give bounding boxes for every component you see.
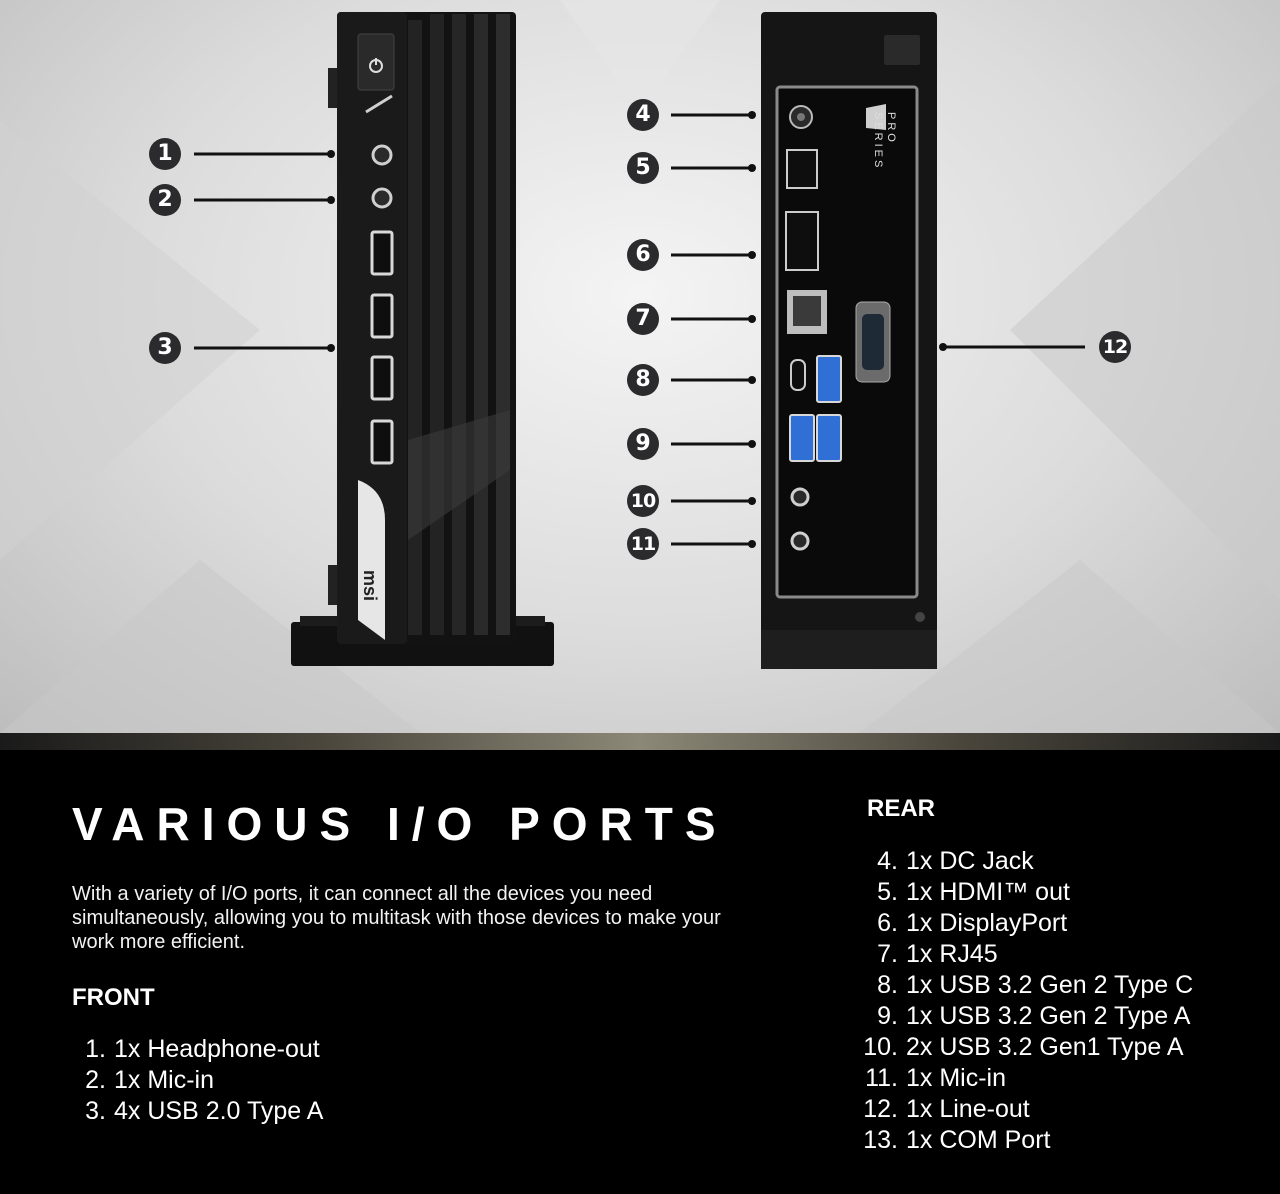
marker-4: 4 — [627, 99, 659, 131]
marker-6: 6 — [627, 239, 659, 271]
rear-ports-list: 4. 1x DC Jack 5. 1x HDMI™ out 6. 1x Display… — [852, 846, 1193, 1156]
list-item: 11. 1x Mic-in — [852, 1063, 1193, 1094]
callout-lines — [194, 113, 1085, 546]
item-number: 7. — [877, 940, 898, 968]
item-text: 1x RJ45 — [906, 940, 998, 968]
rear-section-title: REAR — [867, 795, 936, 822]
marker-9: 9 — [627, 428, 659, 460]
item-number: 5. — [877, 878, 898, 906]
list-item: 5. 1x HDMI™ out — [852, 877, 1193, 908]
item-text: 1x USB 3.2 Gen 2 Type A — [906, 1002, 1191, 1030]
list-item: 3. 4x USB 2.0 Type A — [72, 1096, 323, 1127]
divider-band — [0, 733, 1280, 750]
item-text: 2x USB 3.2 Gen1 Type A — [906, 1033, 1184, 1061]
marker-12: 12 — [1099, 331, 1131, 363]
marker-10: 10 — [627, 485, 659, 517]
description-text: With a variety of I/O ports, it can conn… — [72, 883, 721, 953]
item-text: 1x Mic-in — [906, 1064, 1007, 1092]
front-section-title: FRONT — [72, 984, 155, 1011]
page-title: VARIOUS I/O PORTS — [72, 798, 728, 850]
marker-5: 5 — [627, 152, 659, 184]
list-item: 12. 1x Line-out — [852, 1094, 1193, 1125]
list-item: 6. 1x DisplayPort — [852, 908, 1193, 939]
item-text: 1x USB 3.2 Gen 2 Type C — [906, 971, 1194, 999]
list-item: 7. 1x RJ45 — [852, 939, 1193, 970]
list-item: 4. 1x DC Jack — [852, 846, 1193, 877]
item-number: 11. — [865, 1064, 898, 1092]
pro-series-text-1: PRO — [885, 112, 897, 145]
list-item: 9. 1x USB 3.2 Gen 2 Type A — [852, 1001, 1193, 1032]
marker-3: 3 — [149, 332, 181, 364]
callout-dots — [327, 111, 947, 548]
item-number: 6. — [877, 909, 898, 937]
item-text: 1x HDMI™ out — [906, 878, 1070, 906]
list-item: 10. 2x USB 3.2 Gen1 Type A — [852, 1032, 1193, 1063]
item-number: 1. — [85, 1035, 106, 1063]
pro-series-text-2: SERIES — [872, 112, 884, 170]
item-number: 12. — [863, 1095, 898, 1123]
info-panel: VARIOUS I/O PORTS With a variety of I/O … — [0, 750, 1280, 1194]
item-text: 1x COM Port — [906, 1126, 1051, 1154]
item-text: 4x USB 2.0 Type A — [114, 1097, 324, 1125]
rear-pc-unit — [761, 12, 937, 669]
front-ports-list: 1. 1x Headphone-out 2. 1x Mic-in 3. 4x USB … — [72, 1034, 323, 1127]
item-number: 10. — [863, 1033, 898, 1061]
list-item: 8. 1x USB 3.2 Gen 2 Type C — [852, 970, 1193, 1001]
marker-1: 1 — [149, 138, 181, 170]
msi-logo: msi — [360, 570, 380, 601]
item-number: 2. — [85, 1066, 106, 1094]
item-number: 3. — [85, 1097, 106, 1125]
marker-2: 2 — [149, 184, 181, 216]
item-number: 9. — [877, 1002, 898, 1030]
list-item: 1. 1x Headphone-out — [72, 1034, 323, 1065]
item-number: 13. — [863, 1126, 898, 1154]
marker-7: 7 — [627, 303, 659, 335]
item-text: 1x DC Jack — [906, 847, 1034, 875]
item-number: 4. — [877, 847, 898, 875]
product-photo-area: PRO SERIES msi 1 2 3 4 5 6 7 8 9 10 11 1… — [0, 0, 1280, 733]
marker-8: 8 — [627, 364, 659, 396]
front-pc-unit — [291, 12, 554, 666]
marker-11: 11 — [627, 528, 659, 560]
item-text: 1x DisplayPort — [906, 909, 1068, 937]
item-text: 1x Line-out — [906, 1095, 1030, 1123]
item-text: 1x Headphone-out — [114, 1035, 320, 1063]
list-item: 2. 1x Mic-in — [72, 1065, 323, 1096]
list-item: 13. 1x COM Port — [852, 1125, 1193, 1156]
product-illustration: PRO SERIES msi — [0, 0, 1280, 733]
item-number: 8. — [877, 971, 898, 999]
item-text: 1x Mic-in — [114, 1066, 215, 1094]
